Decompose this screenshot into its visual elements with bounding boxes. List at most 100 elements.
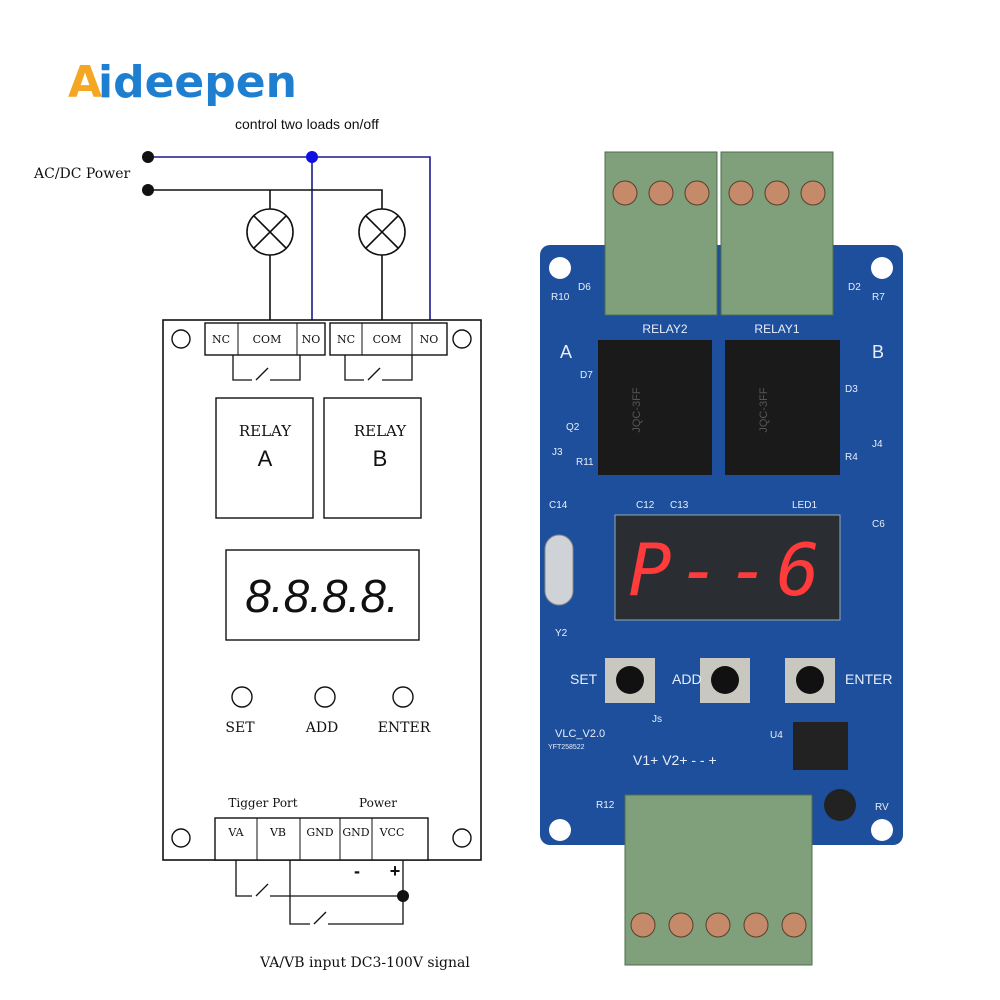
terminal-label: GND xyxy=(342,826,369,839)
button-cap xyxy=(711,666,739,694)
pcb-set-label: SET xyxy=(570,671,598,687)
terminal-label: NO xyxy=(302,333,321,346)
component-label: LED1 xyxy=(792,500,817,511)
set-button-symbol xyxy=(231,686,253,708)
terminal-label: VB xyxy=(269,826,286,839)
brand-logo: A ideepen xyxy=(68,57,297,108)
component-label: Js xyxy=(652,714,662,725)
relay-contact-switch-icon xyxy=(232,355,413,381)
lamp-icon xyxy=(358,208,406,256)
version-label: VLC_V2.0 xyxy=(555,728,605,740)
terminal-label: COM xyxy=(373,333,402,346)
enter-button-symbol xyxy=(392,686,414,708)
serial-label: YFT258522 xyxy=(548,744,585,751)
terminal-label: NO xyxy=(420,333,439,346)
display-box xyxy=(225,549,420,641)
component-label: D6 xyxy=(578,282,591,293)
power-terminal-1 xyxy=(142,151,154,163)
pcb-buttons xyxy=(605,658,835,703)
led-display xyxy=(614,514,841,621)
side-label-a: A xyxy=(560,342,572,362)
power-terminal-2 xyxy=(142,184,154,196)
set-label: SET xyxy=(225,720,255,736)
component-label: R4 xyxy=(845,452,858,463)
junction-dot xyxy=(397,890,409,902)
lamp-icon xyxy=(246,208,294,256)
component-label: C6 xyxy=(872,519,885,530)
junction-dot xyxy=(306,151,318,163)
wire-live xyxy=(148,156,431,325)
input-terminal-block: VA VB GND GND VCC xyxy=(214,817,429,861)
component-label: RV xyxy=(875,802,889,813)
bottom-terminal-block xyxy=(624,794,813,966)
wire-neutral xyxy=(148,189,383,209)
capacitor xyxy=(824,789,856,821)
trigger-switch-icon xyxy=(235,860,404,925)
component-label: J3 xyxy=(552,447,563,458)
component-label: R11 xyxy=(576,457,594,468)
component-label: Q2 xyxy=(566,422,580,433)
add-button-symbol xyxy=(314,686,336,708)
relay-2 xyxy=(598,340,712,475)
relay-b-label: RELAY xyxy=(354,422,407,440)
component-label: D7 xyxy=(580,370,593,381)
mounting-holes xyxy=(171,329,472,848)
wires xyxy=(148,156,431,325)
terminal-label: NC xyxy=(212,333,230,346)
component-label: R7 xyxy=(872,292,885,303)
enter-label: ENTER xyxy=(378,720,431,736)
crystal xyxy=(544,534,574,606)
relay-print: JQC-3FF xyxy=(758,387,770,433)
display-digits: 8.8.8.8. xyxy=(245,570,398,622)
terminal-label: NC xyxy=(337,333,355,346)
relay-terminal-block: NC COM NO NC COM NO xyxy=(204,322,448,356)
component-label: U4 xyxy=(770,730,783,741)
inputs-label: V1+ V2+ - - + xyxy=(633,752,717,768)
logo-a: A xyxy=(68,57,102,108)
logo-text: ideepen xyxy=(98,57,297,108)
power-port-label: Power xyxy=(359,796,397,810)
board-photo: RELAY2 RELAY1 A B JQC-3FF JQC-3FF R10 D6… xyxy=(540,151,903,966)
pcb-mounting-holes xyxy=(549,257,893,841)
component-label: Y2 xyxy=(555,628,568,639)
plus-label: + xyxy=(390,861,401,881)
wiring-diagram: control two loads on/off AC/DC Power xyxy=(33,116,482,971)
terminal-label: GND xyxy=(306,826,333,839)
diagram-footer: VA/VB input DC3-100V signal xyxy=(259,955,470,971)
relay-a-letter: A xyxy=(258,446,273,471)
trigger-port-label: Tigger Port xyxy=(228,796,297,810)
led-display-digits: P--6 xyxy=(628,528,825,612)
minus-label: - xyxy=(354,861,360,881)
relay-1 xyxy=(725,340,840,475)
relay-b-letter: B xyxy=(373,446,388,471)
side-label-b: B xyxy=(872,342,884,362)
component-label: J4 xyxy=(872,439,883,450)
terminal-label: COM xyxy=(253,333,282,346)
relay-print: JQC-3FF xyxy=(631,387,643,433)
pcb-enter-label: ENTER xyxy=(845,671,892,687)
relay-b-box xyxy=(323,397,422,519)
component-label: C13 xyxy=(670,500,689,511)
component-label: D3 xyxy=(845,384,858,395)
component-label: R10 xyxy=(551,292,570,303)
relay2-label: RELAY2 xyxy=(642,322,687,336)
terminal-label: VA xyxy=(227,826,244,839)
component-label: C14 xyxy=(549,500,568,511)
add-label: ADD xyxy=(305,720,339,736)
relay1-label: RELAY1 xyxy=(754,322,799,336)
regulator-u4 xyxy=(793,722,848,770)
component-label: R12 xyxy=(596,800,615,811)
button-cap xyxy=(616,666,644,694)
terminal-label: VCC xyxy=(379,826,405,839)
pcb-add-label: ADD xyxy=(672,671,702,687)
relay-a-label: RELAY xyxy=(239,422,292,440)
component-label: C12 xyxy=(636,500,655,511)
power-label: AC/DC Power xyxy=(33,166,130,182)
component-label: D2 xyxy=(848,282,861,293)
button-cap xyxy=(796,666,824,694)
diagram-title: control two loads on/off xyxy=(235,116,379,132)
relay-a-box xyxy=(215,397,314,519)
top-terminal-blocks xyxy=(604,151,834,316)
